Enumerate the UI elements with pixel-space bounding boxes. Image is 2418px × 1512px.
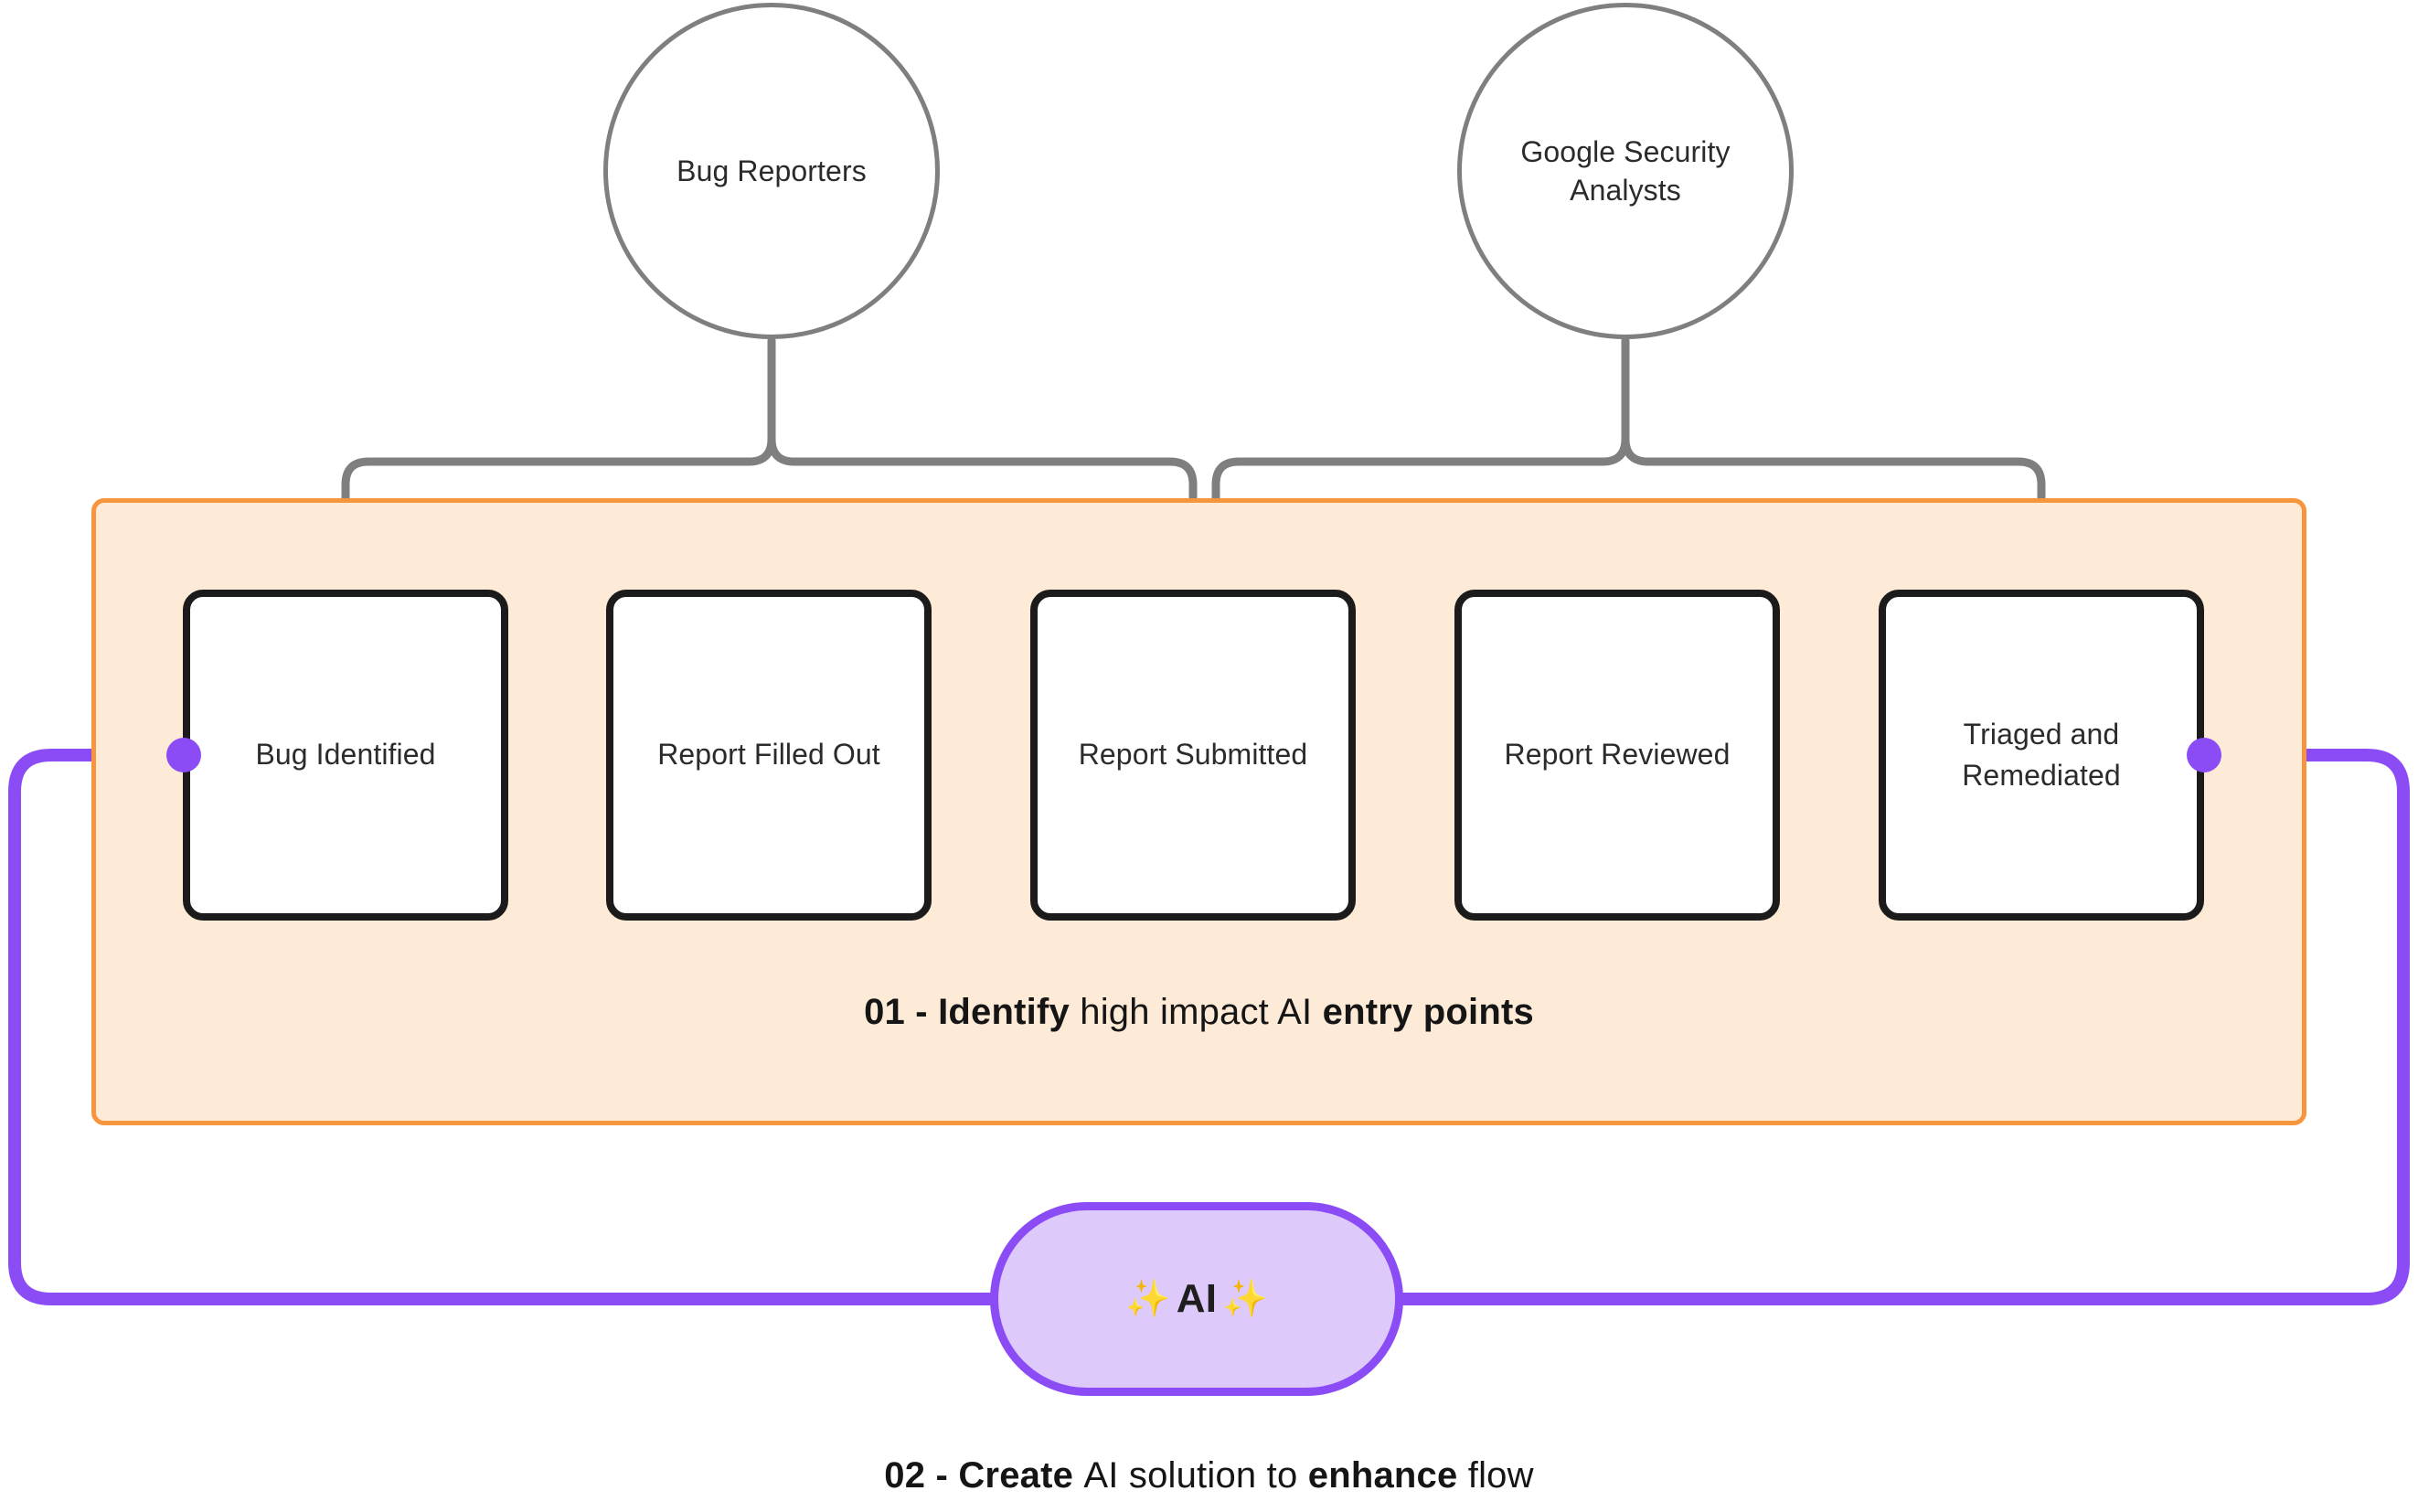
step-box-report-submitted[interactable]: Report Submitted bbox=[1030, 590, 1356, 921]
ai-loop-start-dot bbox=[166, 738, 201, 772]
caption-emphasis: entry points bbox=[1322, 992, 1534, 1032]
step-label: Report Submitted bbox=[1078, 738, 1308, 772]
step-box-report-reviewed[interactable]: Report Reviewed bbox=[1454, 590, 1780, 921]
caption-emphasis: 01 - Identify bbox=[864, 992, 1081, 1032]
flow-caption-02: 02 - Create AI solution to enhance flow bbox=[0, 1455, 2418, 1496]
ai-node-pill[interactable]: ✨ AI ✨ bbox=[990, 1202, 1403, 1396]
actor-label: Bug Reporters bbox=[676, 154, 867, 187]
caption-emphasis: enhance bbox=[1307, 1455, 1468, 1496]
ai-loop-end-dot bbox=[2187, 738, 2221, 772]
actor-circle-google-security-analysts[interactable]: Google Security Analysts bbox=[1457, 3, 1794, 339]
sparkles-right-icon: ✨ bbox=[1222, 1279, 1269, 1319]
ai-node-label: AI bbox=[1176, 1276, 1218, 1321]
actor-label: Google Security Analysts bbox=[1520, 134, 1731, 207]
caption-text: AI solution to bbox=[1083, 1455, 1308, 1496]
sparkles-left-icon: ✨ bbox=[1124, 1279, 1171, 1319]
step-box-triaged-and-remediated[interactable]: Triaged and Remediated bbox=[1879, 590, 2204, 921]
step-label: Triaged and Remediated bbox=[1962, 717, 2121, 792]
step-label: Bug Identified bbox=[255, 738, 436, 772]
step-label: Report Reviewed bbox=[1504, 738, 1731, 772]
step-label: Report Filled Out bbox=[657, 738, 880, 772]
actor-circle-bug-reporters[interactable]: Bug Reporters bbox=[603, 3, 940, 339]
caption-text: flow bbox=[1467, 1455, 1534, 1496]
step-box-bug-identified[interactable]: Bug Identified bbox=[183, 590, 508, 921]
caption-text: high impact AI bbox=[1080, 992, 1323, 1032]
step-box-report-filled-out[interactable]: Report Filled Out bbox=[606, 590, 932, 921]
phase-caption-01: 01 - Identify high impact AI entry point… bbox=[91, 992, 2306, 1033]
caption-emphasis: 02 - Create bbox=[884, 1455, 1084, 1496]
